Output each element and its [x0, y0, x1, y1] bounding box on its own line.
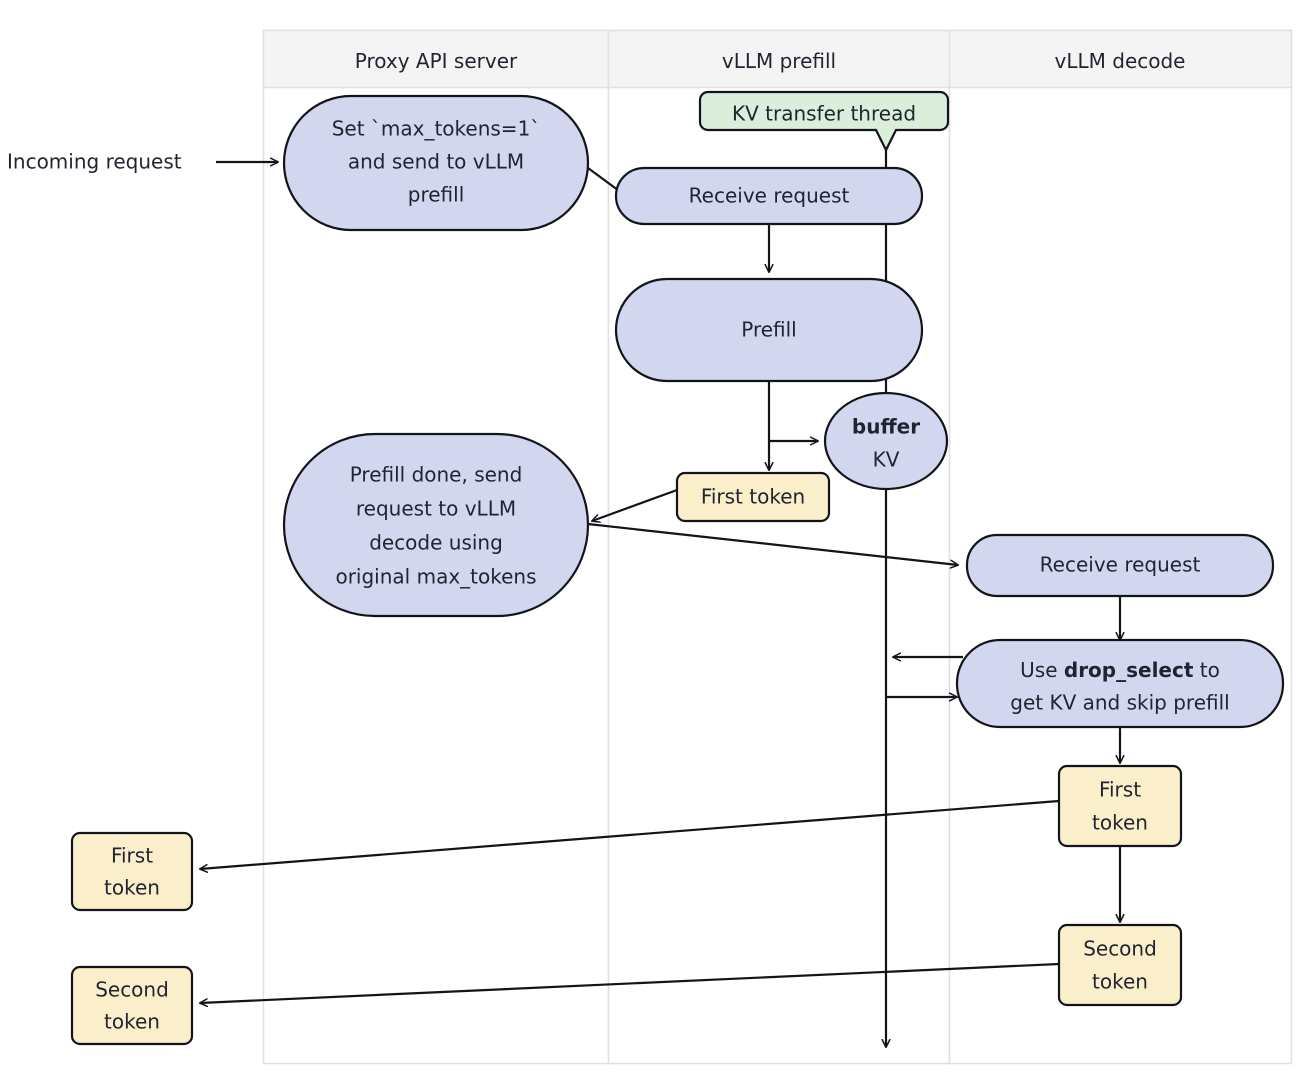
swimlane-proxy-header — [262, 29, 610, 89]
node-decode-second-token-line-0: Second — [1083, 937, 1157, 961]
node-proxy-set-max-tokens-shape[interactable] — [282, 94, 590, 232]
node-prefill-prefill-label: Prefill — [741, 318, 797, 342]
node-prefill-receive-request-shape[interactable] — [614, 166, 924, 226]
swimlane-proxy-title: Proxy API server — [355, 49, 518, 73]
node-buffer-kv-line-1: KV — [873, 448, 900, 472]
node-prefill-first-token-label: First token — [701, 485, 805, 509]
node-decode-drop-select-shape[interactable] — [955, 638, 1285, 729]
swimlane-prefill-title: vLLM prefill — [722, 49, 836, 73]
node-out-second-token-line-1: token — [104, 1010, 160, 1034]
swimlane-decode-title: vLLM decode — [1055, 49, 1186, 73]
node-decode-second-token-shape[interactable] — [1057, 923, 1183, 1007]
node-out-first-token-line-1: token — [104, 876, 160, 900]
node-decode-first-token-line-0: First — [1099, 778, 1141, 802]
node-decode-drop-select-line-0: Use drop_select to — [1020, 658, 1220, 682]
node-out-second-token-shape[interactable] — [70, 965, 194, 1046]
drop-select-line0-part2: to — [1193, 658, 1219, 682]
node-kv-transfer-thread-label: KV transfer thread — [732, 102, 916, 126]
node-prefill-first-token-shape[interactable] — [675, 471, 831, 523]
node-prefill-receive-request-label: Receive request — [689, 184, 850, 208]
node-decode-drop-select[interactable]: Use drop_select to get KV and skip prefi… — [955, 638, 1285, 729]
node-proxy-set-max-tokens[interactable]: Set `max_tokens=1` and send to vLLM pref… — [282, 94, 590, 232]
node-proxy-prefill-done[interactable]: Prefill done, send request to vLLM decod… — [282, 432, 590, 618]
node-decode-first-token[interactable]: First token — [1057, 764, 1183, 848]
swimlane-prefill-header — [607, 29, 951, 89]
node-decode-second-token[interactable]: Second token — [1057, 923, 1183, 1007]
node-proxy-set-max-tokens-line-1: and send to vLLM — [348, 150, 524, 174]
edge-first-token-to-proxy — [592, 488, 678, 521]
node-buffer-kv-shape[interactable] — [823, 391, 949, 491]
node-prefill-first-token[interactable]: First token — [675, 471, 831, 523]
node-decode-first-token-line-1: token — [1092, 811, 1148, 835]
drop-select-line0-part1: drop_select — [1064, 658, 1194, 682]
node-kv-transfer-thread[interactable]: KV transfer thread — [698, 90, 950, 153]
node-proxy-prefill-done-line-2: decode using — [369, 531, 503, 555]
node-proxy-prefill-done-line-3: original max_tokens — [335, 565, 536, 589]
edge-decode-first-token-to-output — [200, 799, 1060, 869]
node-decode-receive-request-label: Receive request — [1040, 553, 1201, 577]
node-proxy-set-max-tokens-line-2: prefill — [408, 183, 465, 207]
node-prefill-prefill-shape[interactable] — [614, 277, 924, 383]
node-buffer-kv[interactable]: buffer KV — [823, 391, 949, 491]
node-out-second-token-line-0: Second — [95, 978, 169, 1002]
node-proxy-prefill-done-line-0: Prefill done, send — [350, 463, 523, 487]
node-kv-transfer-thread-shape[interactable] — [698, 90, 950, 153]
node-prefill-receive-request[interactable]: Receive request — [614, 166, 924, 226]
drop-select-line0-part0: Use — [1020, 658, 1064, 682]
node-decode-drop-select-line-1: get KV and skip prefill — [1010, 691, 1229, 715]
node-decode-receive-request[interactable]: Receive request — [965, 533, 1275, 598]
node-proxy-prefill-done-shape[interactable] — [282, 432, 590, 618]
node-decode-receive-request-shape[interactable] — [965, 533, 1275, 598]
label-incoming-request: Incoming request — [7, 150, 182, 174]
node-out-first-token-shape[interactable] — [70, 831, 194, 912]
node-decode-second-token-line-1: token — [1092, 970, 1148, 994]
node-prefill-prefill[interactable]: Prefill — [614, 277, 924, 383]
node-buffer-kv-line-0: buffer — [852, 415, 920, 439]
node-out-first-token[interactable]: First token — [70, 831, 194, 912]
node-proxy-prefill-done-line-1: request to vLLM — [356, 497, 516, 521]
node-out-first-token-line-0: First — [111, 844, 153, 868]
edge-decode-second-token-to-output — [200, 962, 1060, 1003]
node-decode-first-token-shape[interactable] — [1057, 764, 1183, 848]
swimlane-decode-header — [948, 29, 1293, 89]
node-out-second-token[interactable]: Second token — [70, 965, 194, 1046]
node-proxy-set-max-tokens-line-0: Set `max_tokens=1` — [332, 117, 541, 141]
edge-proxy-to-decode-receive — [587, 522, 958, 565]
